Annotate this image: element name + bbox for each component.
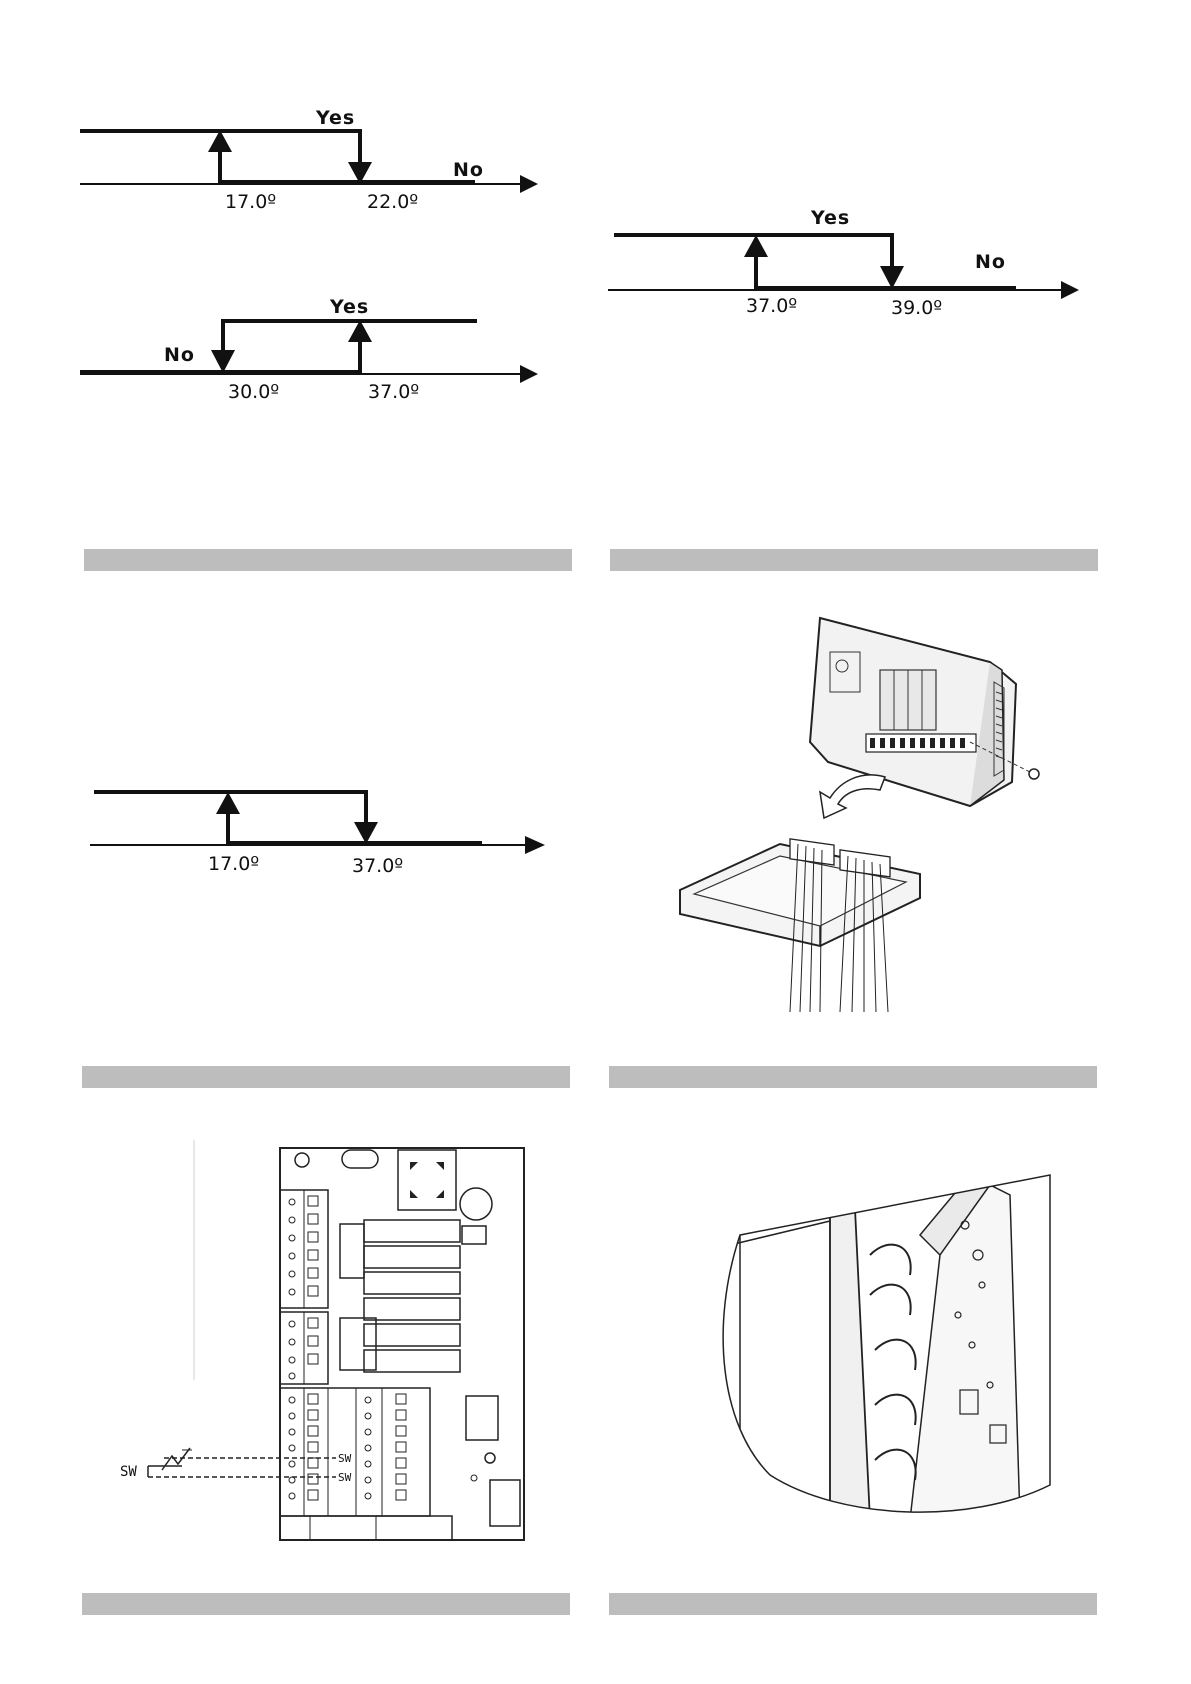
up-arrow-icon [744,235,768,257]
down-arrow-icon [354,822,378,844]
no-label: No [453,159,484,181]
threshold-value-a: 17.0º [225,191,276,213]
up-arrow-icon [348,320,372,342]
down-arrow-icon [880,266,904,289]
threshold-value-a: 30.0º [228,381,279,403]
screw-icon [1029,769,1039,779]
sensor-label: SW [120,1464,137,1480]
circuit-board [280,1148,524,1540]
panel-cutaway-graphic [710,1175,1050,1520]
caption-bar [84,549,572,571]
axis-arrow-icon [520,175,538,193]
threshold-value-b: 22.0º [367,191,418,213]
caption-bar [609,1593,1097,1615]
hysteresis-diagram-4: 17.0º 37.0º [90,780,560,880]
threshold-value-b: 39.0º [891,297,942,319]
threshold-value-a: 37.0º [746,295,797,317]
terminal-label-2: SW [338,1471,352,1484]
hysteresis-diagram-1: Yes No 17.0º 22.0º [80,100,540,220]
caption-bar [82,1066,570,1088]
caption-bar [609,1066,1097,1088]
wiring-board-graphic: SW SW SW [100,1140,540,1550]
axis-arrow-icon [525,836,545,854]
caption-bar [610,549,1098,571]
yes-label: Yes [329,296,369,318]
no-label: No [164,344,195,366]
down-arrow-icon [211,350,235,373]
hysteresis-diagram-2-graphic: Yes No 30.0º 37.0º [80,290,540,410]
threshold-value-b: 37.0º [352,855,403,877]
yes-label: Yes [810,207,850,229]
yes-label: Yes [315,107,355,129]
lower-level-line [228,808,482,843]
panel-cutaway-view [710,1175,1050,1520]
wiring-board-diagram: SW SW SW [100,1140,540,1550]
enclosure-exploded-graphic [670,612,1070,1012]
terminal-label-1: SW [338,1452,352,1465]
hysteresis-diagram-1-graphic: Yes No 17.0º 22.0º [80,100,540,220]
hysteresis-diagram-2: Yes No 30.0º 37.0º [80,290,540,410]
curved-arrow-icon [820,775,885,818]
no-label: No [975,251,1006,273]
up-arrow-icon [208,130,232,152]
threshold-value-a: 17.0º [208,853,259,875]
up-arrow-icon [216,792,240,814]
caption-bar [82,1593,570,1615]
hysteresis-diagram-3-graphic: Yes No 37.0º 39.0º [608,200,1088,320]
axis-arrow-icon [520,365,538,383]
no-level-line [220,145,475,182]
hysteresis-diagram-4-graphic: 17.0º 37.0º [90,780,560,880]
enclosure-exploded-view [670,612,1070,1012]
threshold-value-b: 37.0º [368,381,419,403]
hysteresis-diagram-3: Yes No 37.0º 39.0º [608,200,1088,320]
axis-arrow-icon [1061,281,1079,299]
